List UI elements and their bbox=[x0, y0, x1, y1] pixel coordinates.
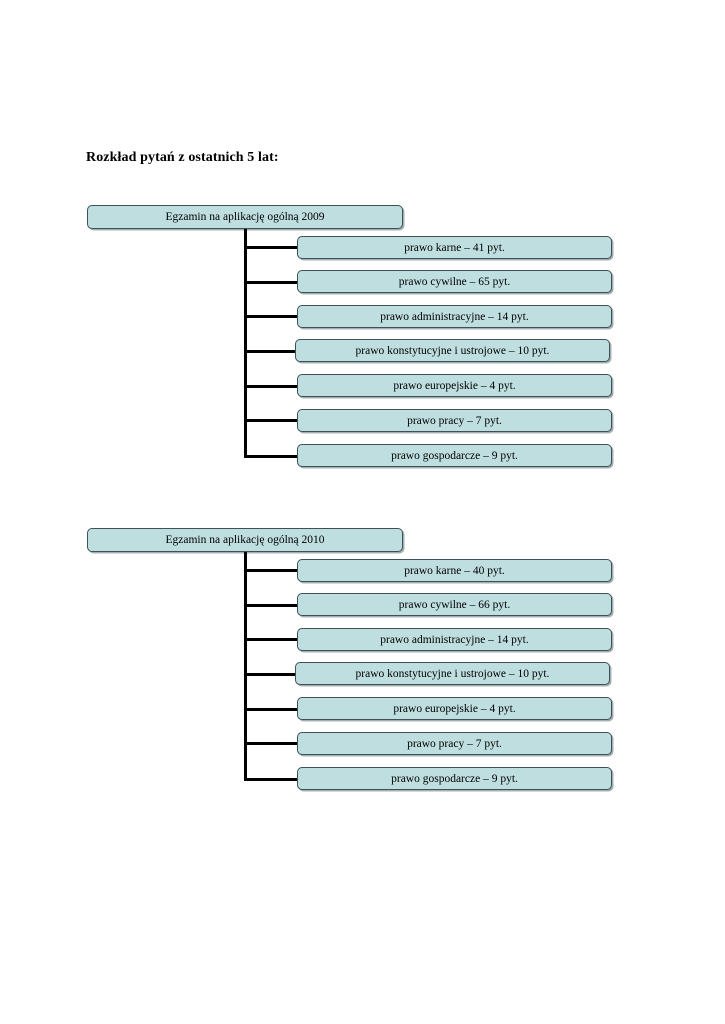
tree-leaf-node[interactable]: prawo europejskie – 4 pyt. bbox=[297, 374, 612, 397]
tree-leaf-node[interactable]: prawo pracy – 7 pyt. bbox=[297, 409, 612, 432]
tree-leaf-node[interactable]: prawo administracyjne – 14 pyt. bbox=[297, 628, 612, 651]
tree-leaf-node[interactable]: prawo konstytucyjne i ustrojowe – 10 pyt… bbox=[295, 339, 610, 362]
tree-branch bbox=[244, 350, 297, 353]
tree-leaf-label: prawo pracy – 7 pyt. bbox=[407, 414, 502, 427]
tree-leaf-node[interactable]: prawo karne – 40 pyt. bbox=[297, 559, 612, 582]
tree-leaf-label: prawo karne – 41 pyt. bbox=[404, 241, 505, 254]
tree-trunk-2009 bbox=[244, 229, 247, 458]
tree-branch bbox=[244, 419, 299, 422]
tree-leaf-label: prawo konstytucyjne i ustrojowe – 10 pyt… bbox=[355, 667, 550, 680]
page-title: Rozkład pytań z ostatnich 5 lat: bbox=[86, 150, 279, 165]
tree-leaf-label: prawo europejskie – 4 pyt. bbox=[393, 702, 516, 715]
tree-branch bbox=[244, 246, 299, 249]
tree-leaf-label: prawo gospodarcze – 9 pyt. bbox=[391, 772, 518, 785]
tree-leaf-node[interactable]: prawo gospodarcze – 9 pyt. bbox=[297, 767, 612, 790]
tree-leaf-label: prawo administracyjne – 14 pyt. bbox=[380, 310, 529, 323]
tree-branch bbox=[244, 281, 299, 284]
tree-leaf-label: prawo karne – 40 pyt. bbox=[404, 564, 505, 577]
tree-leaf-label: prawo administracyjne – 14 pyt. bbox=[380, 633, 529, 646]
tree-trunk-2010 bbox=[244, 552, 247, 781]
tree-root-node-2009[interactable]: Egzamin na aplikację ogólną 2009 bbox=[87, 205, 403, 229]
tree-branch bbox=[244, 604, 299, 607]
tree-branch bbox=[244, 708, 299, 711]
tree-branch bbox=[244, 742, 299, 745]
tree-leaf-node[interactable]: prawo cywilne – 65 pyt. bbox=[297, 270, 612, 293]
tree-branch bbox=[244, 569, 299, 572]
tree-leaf-node[interactable]: prawo administracyjne – 14 pyt. bbox=[297, 305, 612, 328]
tree-leaf-label: prawo gospodarcze – 9 pyt. bbox=[391, 449, 518, 462]
tree-leaf-node[interactable]: prawo gospodarcze – 9 pyt. bbox=[297, 444, 612, 467]
tree-branch bbox=[244, 778, 299, 781]
tree-leaf-label: prawo cywilne – 66 pyt. bbox=[398, 598, 511, 611]
tree-branch bbox=[244, 385, 299, 388]
tree-leaf-label: prawo cywilne – 65 pyt. bbox=[398, 275, 511, 288]
tree-leaf-label: prawo konstytucyjne i ustrojowe – 10 pyt… bbox=[355, 344, 550, 357]
tree-root-label: Egzamin na aplikację ogólną 2010 bbox=[165, 534, 325, 546]
tree-branch bbox=[244, 673, 297, 676]
tree-root-label: Egzamin na aplikację ogólną 2009 bbox=[165, 211, 325, 223]
tree-root-node-2010[interactable]: Egzamin na aplikację ogólną 2010 bbox=[87, 528, 403, 552]
tree-branch bbox=[244, 315, 299, 318]
tree-leaf-node[interactable]: prawo konstytucyjne i ustrojowe – 10 pyt… bbox=[295, 662, 610, 685]
tree-branch bbox=[244, 455, 299, 458]
tree-leaf-label: prawo pracy – 7 pyt. bbox=[407, 737, 502, 750]
tree-leaf-node[interactable]: prawo cywilne – 66 pyt. bbox=[297, 593, 612, 616]
tree-leaf-label: prawo europejskie – 4 pyt. bbox=[393, 379, 516, 392]
tree-leaf-node[interactable]: prawo europejskie – 4 pyt. bbox=[297, 697, 612, 720]
tree-leaf-node[interactable]: prawo pracy – 7 pyt. bbox=[297, 732, 612, 755]
tree-leaf-node[interactable]: prawo karne – 41 pyt. bbox=[297, 236, 612, 259]
tree-branch bbox=[244, 638, 299, 641]
